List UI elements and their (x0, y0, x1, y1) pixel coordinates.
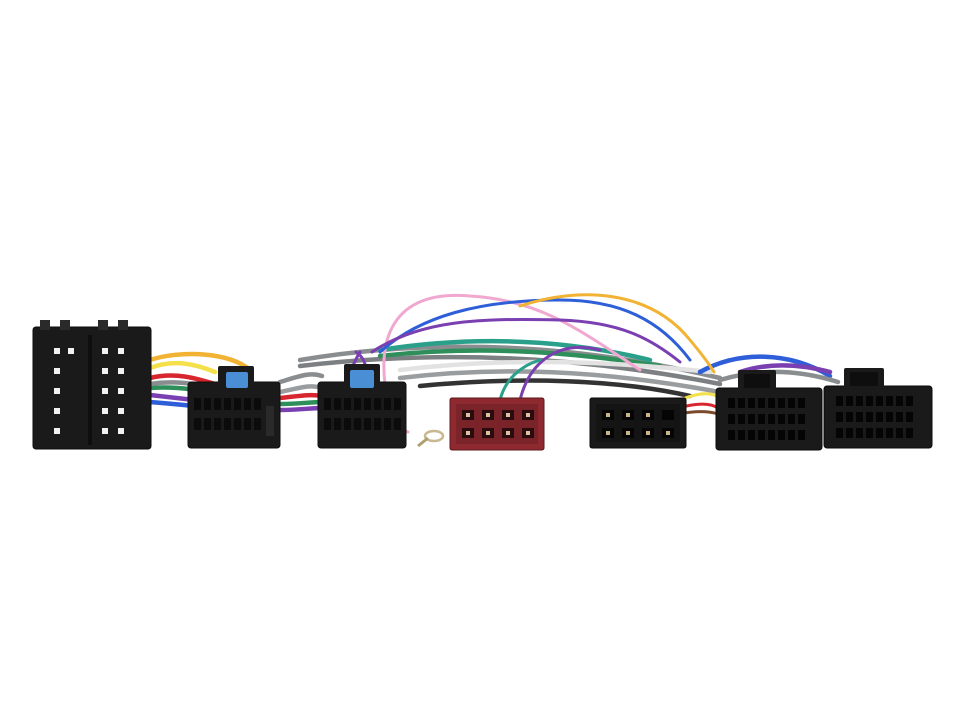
iso-speaker-socket-connector (589, 397, 687, 449)
wire-purple-iso (518, 345, 602, 402)
wire-gray-bundle-2 (297, 354, 723, 387)
wire-teal-iso (498, 358, 542, 402)
wire-gray-right (717, 369, 841, 385)
blue-latch (350, 370, 374, 388)
multi-pin-plug-2 (317, 364, 407, 449)
iso-power-socket-connector (449, 397, 545, 451)
wire-blue-loop (378, 298, 692, 362)
multi-pin-plug-1 (187, 366, 281, 449)
wire-purple-mid1 (277, 405, 325, 413)
iso-block-pins (54, 348, 124, 434)
blue-latch (226, 372, 248, 388)
wire-black-bundle (417, 378, 693, 399)
vehicle-plug-1 (715, 370, 823, 451)
wire-red-mid1 (277, 392, 325, 401)
wire-white-bundle (397, 359, 713, 375)
iso-male-block-connector (32, 320, 152, 450)
wire-orange-left (147, 351, 253, 373)
wire-green-bundle (377, 348, 663, 369)
wire-gray-bundle-3 (397, 369, 723, 395)
wire-purple-right (737, 363, 833, 375)
wire-purple-loop (370, 317, 682, 364)
wire-green-mid1 (277, 399, 325, 407)
wire-gray-mid1 (277, 372, 325, 385)
wire-bundle (147, 293, 841, 434)
wire-orange-loop (518, 293, 716, 374)
vehicle-plug-2 (823, 368, 933, 449)
ground-ring-terminal (417, 429, 445, 448)
wire-yellow-left (147, 360, 218, 375)
